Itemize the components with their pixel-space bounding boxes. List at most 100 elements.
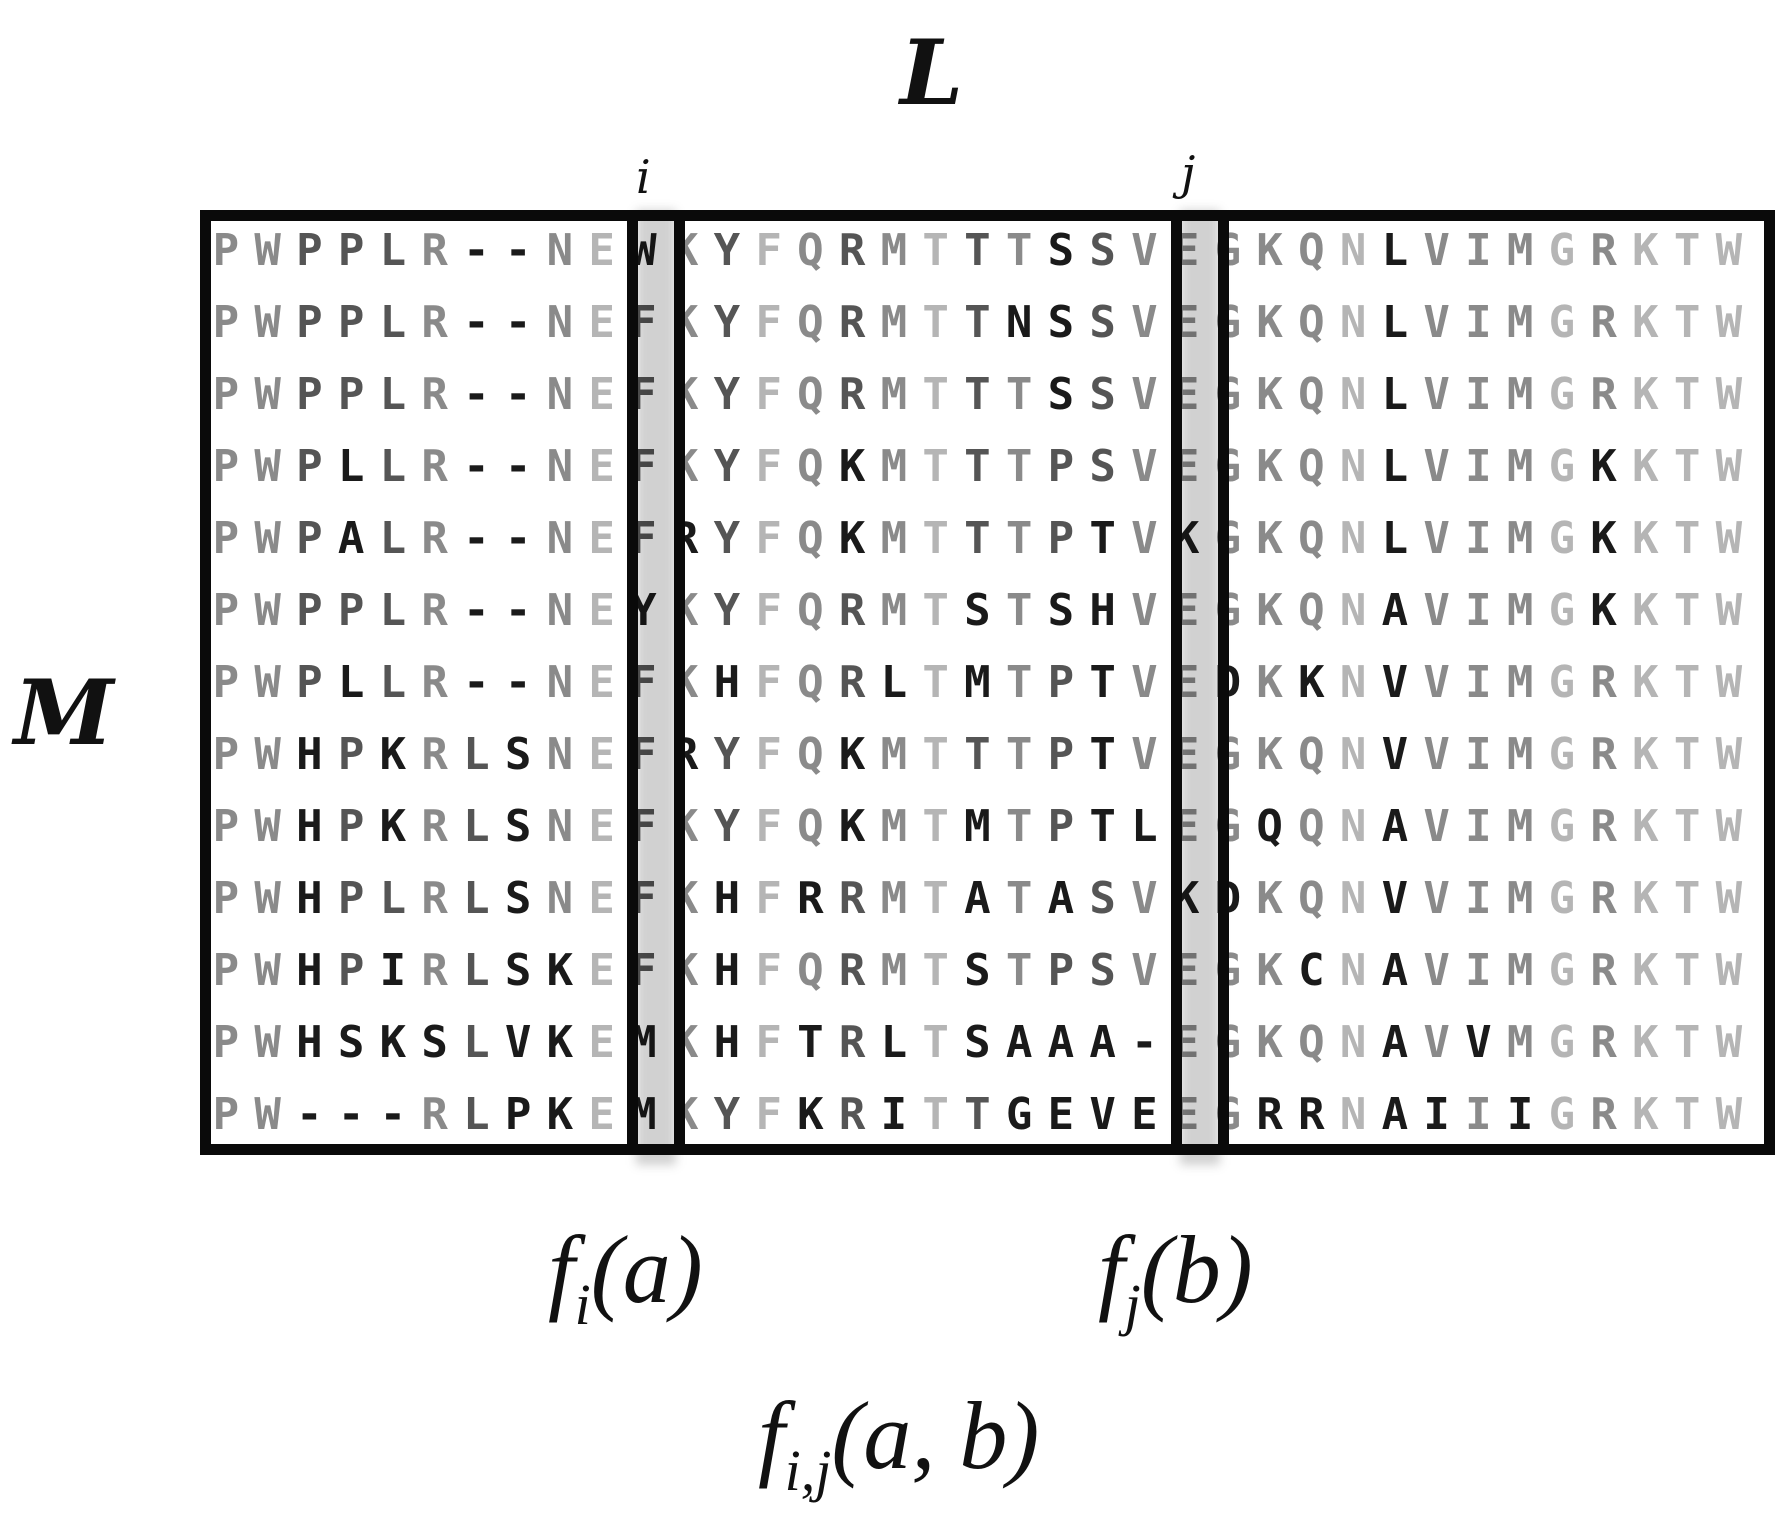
residue: Q xyxy=(1298,873,1325,924)
residue: R xyxy=(1590,225,1617,276)
residue: I xyxy=(880,1089,908,1140)
residue: K xyxy=(1256,441,1283,492)
column-j-shadow xyxy=(1180,210,1220,1165)
residue: M xyxy=(964,801,991,852)
residue: - xyxy=(379,1089,407,1140)
residue: H xyxy=(296,801,323,852)
residue: Q xyxy=(1298,513,1325,564)
residue: R xyxy=(421,1089,448,1140)
residue: A xyxy=(337,513,365,564)
residue: P xyxy=(212,1017,240,1068)
residue: N xyxy=(546,513,574,564)
residue: K xyxy=(1632,945,1659,996)
residue: E xyxy=(588,297,615,348)
residue: M xyxy=(1506,657,1534,708)
residue: - xyxy=(1131,1017,1158,1068)
residue: G xyxy=(1548,657,1576,708)
residue: V xyxy=(1131,945,1158,996)
residue: Q xyxy=(1298,441,1325,492)
residue: R xyxy=(1590,801,1617,852)
residue: G xyxy=(1548,441,1576,492)
residue: T xyxy=(1673,1089,1701,1140)
residue: A xyxy=(1381,945,1409,996)
residue: L xyxy=(379,441,407,492)
residue: E xyxy=(588,441,615,492)
residue: L xyxy=(379,513,407,564)
residue: M xyxy=(880,801,908,852)
residue: K xyxy=(1632,873,1659,924)
residue: R xyxy=(1590,1017,1617,1068)
residue: - xyxy=(463,657,490,708)
residue: F xyxy=(755,945,782,996)
residue: H xyxy=(1089,585,1116,636)
residue: T xyxy=(1005,801,1033,852)
residue: E xyxy=(588,945,615,996)
residue: R xyxy=(838,657,866,708)
residue: L xyxy=(463,1089,490,1140)
residue: L xyxy=(337,657,365,708)
residue: M xyxy=(964,657,991,708)
residue: A xyxy=(1381,585,1409,636)
residue: P xyxy=(296,297,323,348)
residue: K xyxy=(1632,657,1659,708)
formula-fj-arg: (b) xyxy=(1140,1216,1253,1323)
residue: V xyxy=(1423,1017,1450,1068)
residue: W xyxy=(254,657,281,708)
formula-fij: fi,j(a, b) xyxy=(758,1388,1039,1500)
residue: W xyxy=(254,1017,281,1068)
residue: K xyxy=(1256,1017,1283,1068)
residue: K xyxy=(1632,225,1659,276)
residue: V xyxy=(1381,873,1409,924)
residue: V xyxy=(1423,873,1450,924)
residue: Q xyxy=(1298,729,1325,780)
residue: P xyxy=(1047,729,1075,780)
residue: Q xyxy=(797,369,824,420)
residue: V xyxy=(1131,369,1158,420)
rows-axis-label: M xyxy=(14,660,114,766)
residue: P xyxy=(212,297,240,348)
residue: K xyxy=(1632,801,1659,852)
alignment-row: PWHPKRLSNEFKYFQKMTMTPTLEGQQNAVIMGRKTWFSI… xyxy=(205,791,1760,863)
residue: F xyxy=(755,657,782,708)
residue: T xyxy=(1673,801,1701,852)
residue: K xyxy=(1256,297,1283,348)
residue: L xyxy=(1381,441,1409,492)
residue: K xyxy=(1256,657,1283,708)
residue: F xyxy=(755,873,782,924)
residue: T xyxy=(1673,225,1701,276)
residue: E xyxy=(588,1089,615,1140)
column-i-frame xyxy=(627,210,685,1155)
residue: P xyxy=(212,585,240,636)
residue: L xyxy=(379,585,407,636)
residue: E xyxy=(1131,1089,1158,1140)
residue: S xyxy=(1089,369,1116,420)
residue: N xyxy=(1339,873,1367,924)
residue: V xyxy=(1131,513,1158,564)
residue: P xyxy=(337,585,365,636)
residue: H xyxy=(713,1017,741,1068)
residue: Q xyxy=(797,225,824,276)
alignment-row: PW---RLPKEMKYFKRITTGEVEEGRRNAIIIGRKTWESI… xyxy=(205,1079,1760,1150)
residue: W xyxy=(1715,1017,1743,1068)
residue: N xyxy=(1339,945,1367,996)
residue: K xyxy=(1590,513,1617,564)
residue: K xyxy=(379,1017,407,1068)
residue: N xyxy=(1339,297,1367,348)
residue: K xyxy=(1632,513,1659,564)
residue: N xyxy=(1339,729,1367,780)
residue: K xyxy=(546,945,574,996)
alignment-row: PWPPLR--NEYKYFQRMTSTSHVEGKQNAVIMGKKTWFSI… xyxy=(205,575,1760,647)
residue: W xyxy=(1715,657,1743,708)
residue: N xyxy=(1339,801,1367,852)
residue: P xyxy=(296,657,323,708)
residue: R xyxy=(421,225,448,276)
residue: S xyxy=(1047,225,1075,276)
residue: K xyxy=(1256,225,1283,276)
residue: S xyxy=(1089,873,1116,924)
residue: W xyxy=(1715,585,1743,636)
residue: V xyxy=(1423,369,1450,420)
residue: V xyxy=(1423,801,1450,852)
residue: K xyxy=(797,1089,824,1140)
residue: - xyxy=(504,369,532,420)
residue: M xyxy=(880,945,908,996)
